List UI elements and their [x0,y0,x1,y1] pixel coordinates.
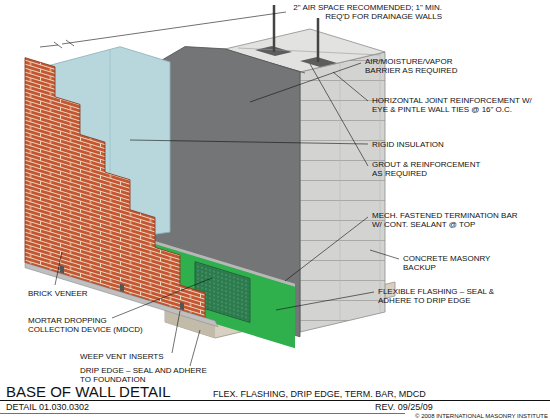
revision-date: REV. 09/25/09 [375,402,475,412]
diagram-title: BASE OF WALL DETAIL [6,384,171,400]
callout-text: AIR/MOISTURE/VAPOR BARRIER AS REQUIRED [365,57,470,75]
callout-text: HORIZONTAL JOINT REINFORCEMENT W/ EYE & … [372,96,532,114]
callout-text: BRICK VENEER [28,289,128,298]
copyright: © 2008 INTERNATIONAL MASONRY INSTITUTE [405,413,548,419]
subtitle: FLEX. FLASHING, DRIP EDGE, TERM. BAR, MD… [213,389,433,399]
callout-text: RIGID INSULATION [372,140,492,149]
callout-text: MECH. FASTENED TERMINATION BAR W/ CONT. … [372,211,522,229]
callout-text: WEEP VENT INSERTS [80,352,180,361]
detail-number: DETAIL 01.030.0302 [6,402,156,412]
callout-text: 2" AIR SPACE RECOMMENDED; 1" MIN. REQ'D … [290,3,442,21]
callout-text: GROUT & REINFORCEMENT AS REQUIRED [372,160,492,178]
callout-text: MORTAR DROPPING COLLECTION DEVICE (MDCD) [28,316,160,334]
callout-text: DRIP EDGE – SEAL AND ADHERE TO FOUNDATIO… [80,366,210,384]
callout-text: CONCRETE MASONRY BACKUP [403,254,503,272]
callout-text: FLEXIBLE FLASHING – SEAL & ADHERE TO DRI… [378,287,528,305]
